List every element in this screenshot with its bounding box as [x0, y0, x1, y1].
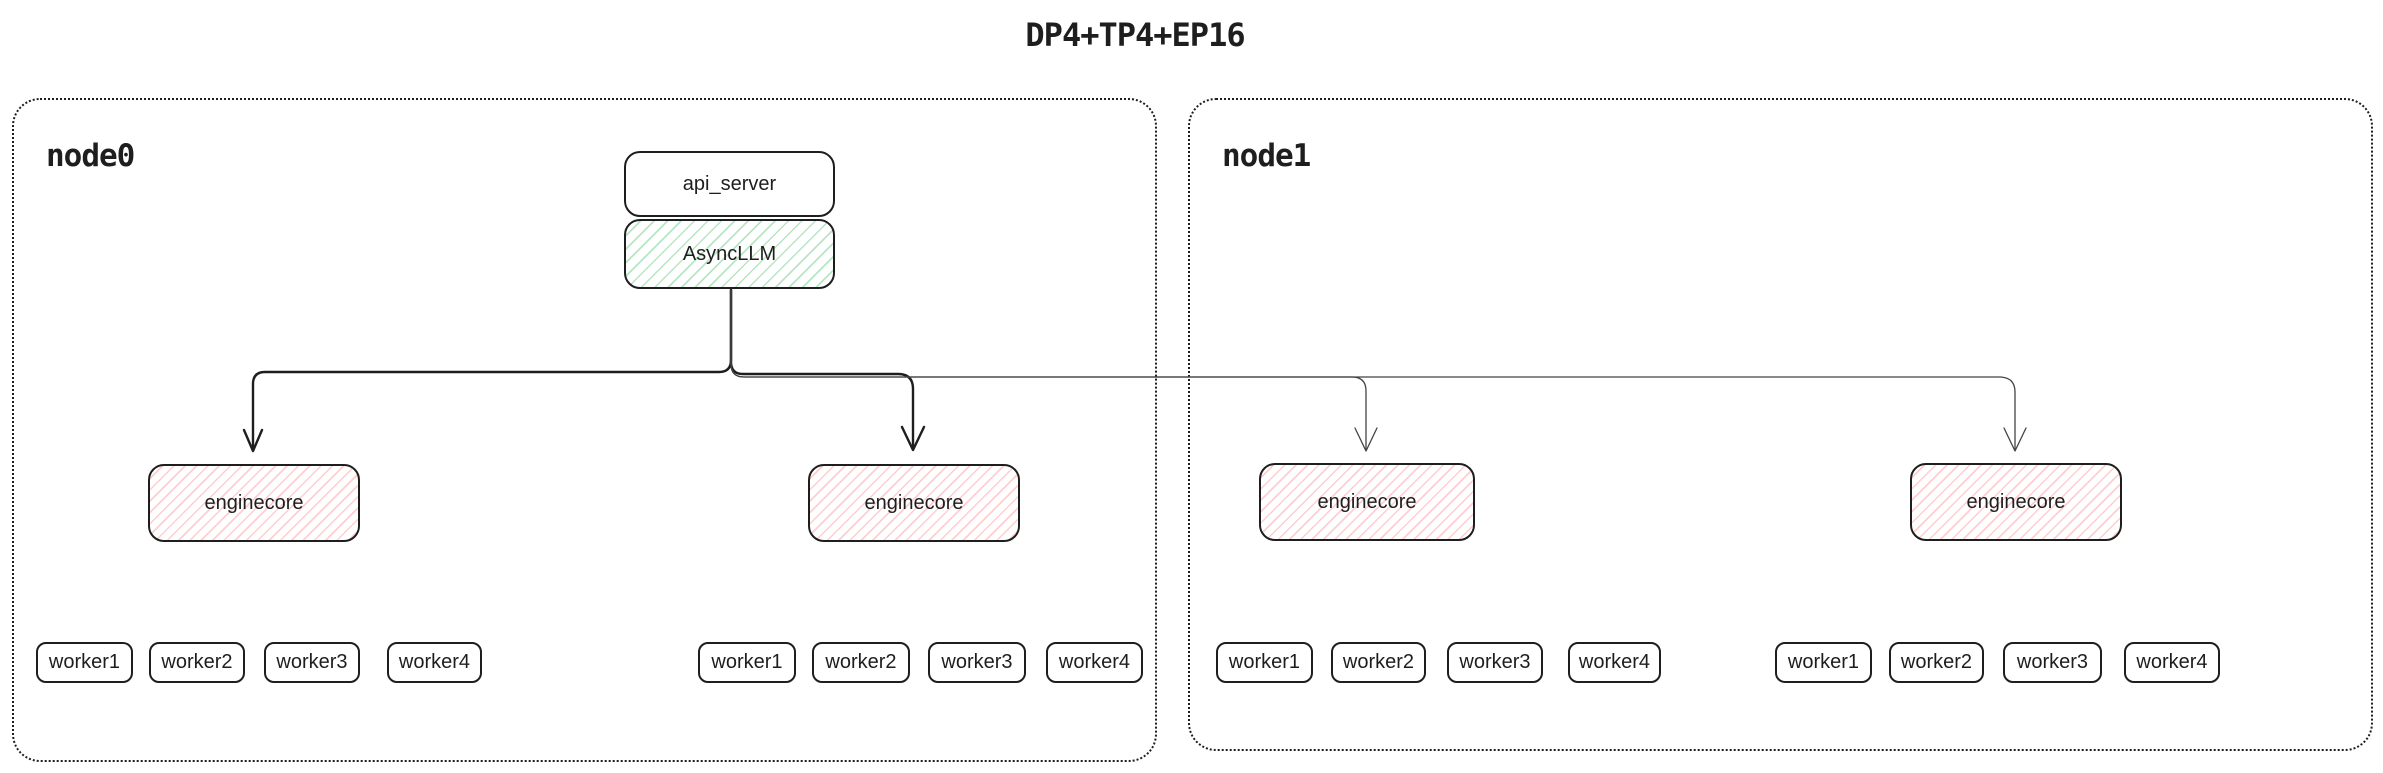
worker-box: worker1 [1775, 642, 1872, 683]
api-server-label: api_server [682, 172, 777, 195]
enginecore-label: enginecore [1317, 490, 1417, 513]
worker-box: worker1 [36, 642, 133, 683]
node0-label: node0 [46, 138, 135, 174]
worker-box: worker3 [2003, 642, 2102, 683]
worker-box: worker2 [812, 642, 910, 683]
worker-box: worker2 [149, 642, 245, 683]
asyncllm-box: AsyncLLM [624, 219, 835, 289]
enginecore-box: enginecore [808, 464, 1020, 542]
worker-box: worker1 [1216, 642, 1313, 683]
worker-box: worker1 [698, 642, 796, 683]
enginecore-label: enginecore [204, 491, 304, 514]
enginecore-label: enginecore [1966, 490, 2066, 513]
enginecore-box: enginecore [1910, 463, 2122, 541]
enginecore-label: enginecore [864, 491, 964, 514]
enginecore-box: enginecore [1259, 463, 1475, 541]
worker-box: worker2 [1889, 642, 1984, 683]
worker-box: worker3 [264, 642, 360, 683]
api-server-box: api_server [624, 151, 835, 217]
worker-box: worker3 [928, 642, 1026, 683]
enginecore-box: enginecore [148, 464, 360, 542]
worker-box: worker3 [1447, 642, 1543, 683]
worker-box: worker4 [1568, 642, 1661, 683]
worker-box: worker4 [387, 642, 482, 683]
asyncllm-label: AsyncLLM [682, 242, 777, 265]
worker-box: worker4 [1046, 642, 1143, 683]
worker-box: worker2 [1331, 642, 1426, 683]
worker-box: worker4 [2124, 642, 2220, 683]
diagram-title: DP4+TP4+EP16 [1025, 16, 1245, 54]
node1-label: node1 [1222, 138, 1311, 174]
